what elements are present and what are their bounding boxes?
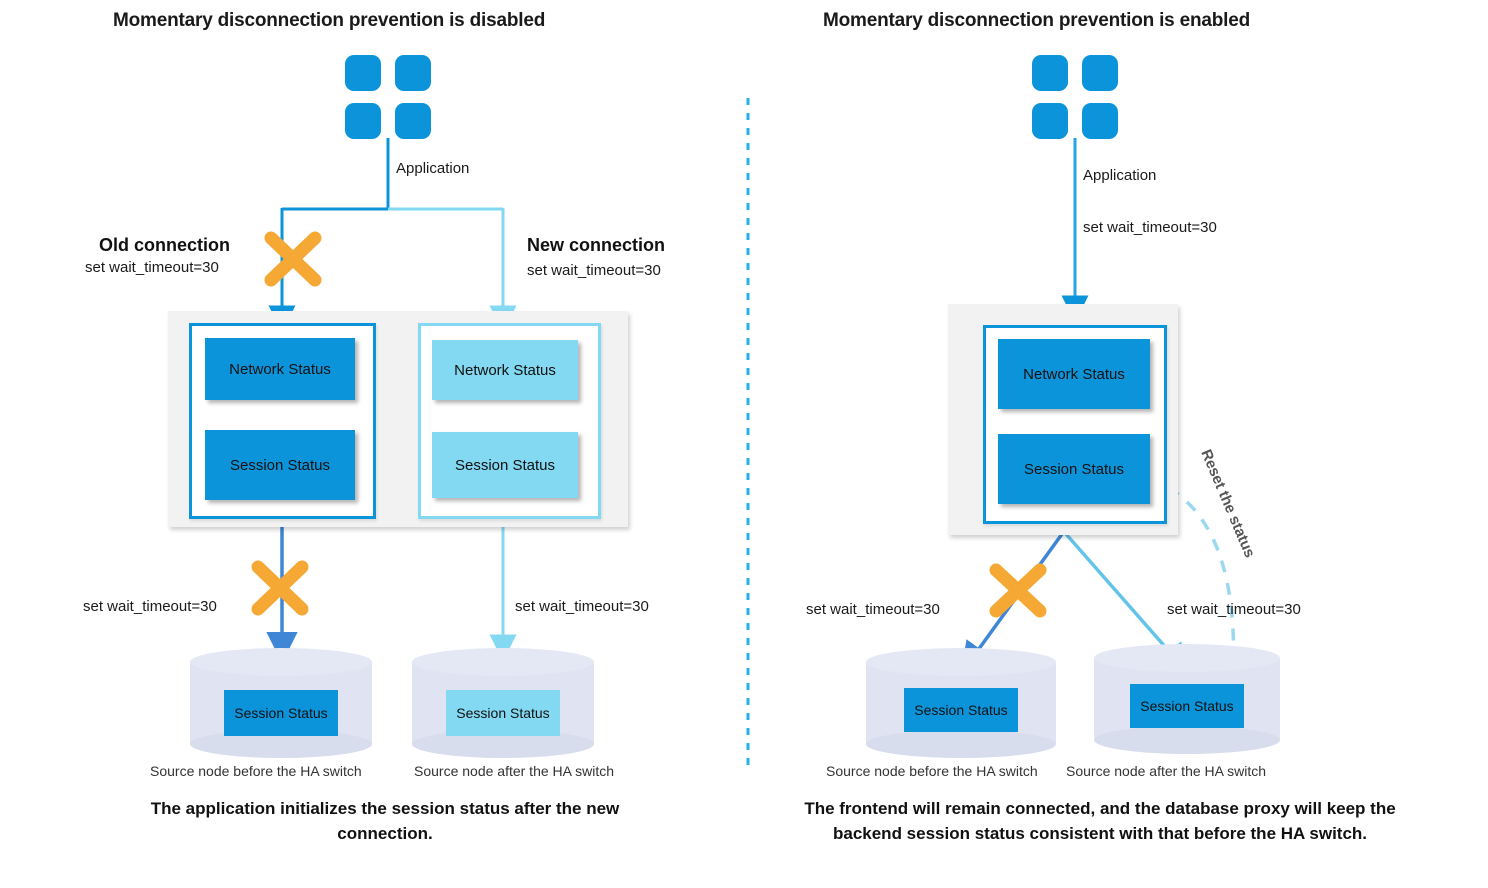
- cylinder-bottom: [866, 730, 1056, 758]
- proxy-node-session-status-chip: Session Status: [998, 434, 1150, 504]
- db-session-status-chip: Session Status: [446, 690, 560, 736]
- old-node-session-status-chip: Session Status: [205, 430, 355, 500]
- db-session-status-chip: Session Status: [1130, 684, 1244, 728]
- db-caption-after-enabled: Source node after the HA switch: [1066, 763, 1266, 779]
- right-panel-left-db-setting-label: set wait_timeout=30: [806, 601, 940, 618]
- proxy-to-left-db: [960, 532, 1064, 674]
- proxy-node-network-status-chip: Network Status: [998, 339, 1150, 409]
- db-caption-before-disabled: Source node before the HA switch: [150, 763, 362, 779]
- application-label-enabled: Application: [1083, 167, 1157, 184]
- old-node-network-status-chip: Network Status: [205, 338, 355, 400]
- db-source-before-disabled: Session Status: [190, 648, 372, 758]
- application-icon-disabled: [345, 55, 431, 139]
- summary-disabled: The application initializes the session …: [150, 799, 620, 843]
- app-tile-bottom-right: [395, 103, 431, 139]
- cylinder-bottom: [1094, 726, 1280, 754]
- app-tile-bottom-left: [345, 103, 381, 139]
- application-icon-enabled: [1032, 55, 1118, 139]
- new-node-network-status-chip: Network Status: [432, 340, 578, 400]
- app-tile-top-left: [345, 55, 381, 91]
- db-source-before-enabled: Session Status: [866, 648, 1056, 758]
- db-caption-after-disabled: Source node after the HA switch: [414, 763, 614, 779]
- db-session-status-chip: Session Status: [224, 690, 338, 736]
- db-source-after-disabled: Session Status: [412, 648, 594, 758]
- right-db-setting-label: set wait_timeout=30: [515, 598, 649, 615]
- cylinder-top: [190, 648, 372, 676]
- summary-enabled: The frontend will remain connected, and …: [804, 799, 1396, 843]
- new-node-session-status-chip: Session Status: [432, 432, 578, 498]
- app-tile-top-right: [395, 55, 431, 91]
- app-tile-bottom-right: [1082, 103, 1118, 139]
- application-label-disabled: Application: [396, 160, 470, 177]
- cylinder-top: [412, 648, 594, 676]
- cylinder-top: [866, 648, 1056, 676]
- new-connection-title: New connection: [527, 235, 666, 255]
- old-connection-title: Old connection: [99, 235, 231, 255]
- right-panel-right-db-setting-label: set wait_timeout=30: [1167, 601, 1301, 618]
- app-tile-bottom-left: [1032, 103, 1068, 139]
- db-session-status-chip: Session Status: [904, 688, 1018, 732]
- left-db-x-icon: [251, 560, 309, 616]
- db-caption-before-enabled: Source node before the HA switch: [826, 763, 1038, 779]
- db-source-after-enabled: Session Status: [1094, 644, 1280, 754]
- old-connection-x-icon: [264, 231, 322, 287]
- old-connection-setting: set wait_timeout=30: [85, 259, 219, 276]
- app-tile-top-right: [1082, 55, 1118, 91]
- reset-status-label: Reset the status: [1197, 447, 1259, 561]
- panel-title-enabled: Momentary disconnection prevention is en…: [823, 10, 1251, 31]
- app-tile-top-left: [1032, 55, 1068, 91]
- new-connection-setting: set wait_timeout=30: [527, 262, 661, 279]
- application-setting-enabled: set wait_timeout=30: [1083, 219, 1217, 236]
- left-db-setting-label: set wait_timeout=30: [83, 598, 217, 615]
- right-db-x-icon: [989, 563, 1047, 618]
- panel-title-disabled: Momentary disconnection prevention is di…: [113, 10, 546, 31]
- cylinder-top: [1094, 644, 1280, 672]
